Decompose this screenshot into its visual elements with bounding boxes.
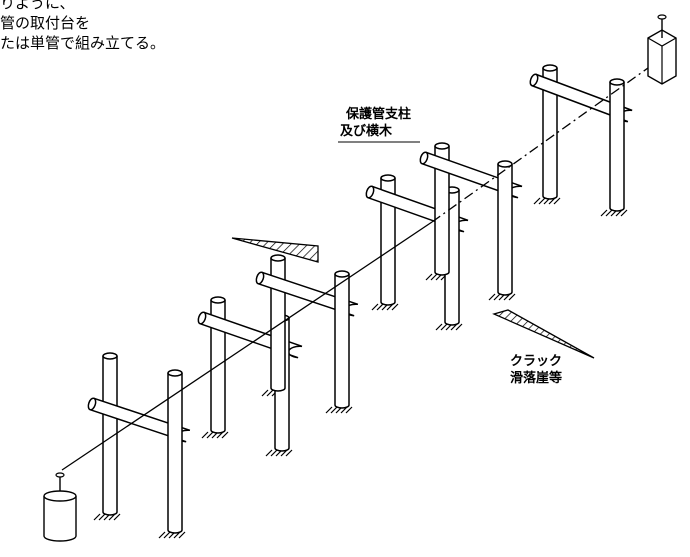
crack-label-line-1: クラック — [510, 354, 563, 369]
support-post — [102, 352, 118, 516]
note-line-1: りように、 — [0, 0, 75, 12]
support-post — [497, 160, 513, 296]
support-post — [334, 270, 350, 409]
support-post — [210, 296, 226, 434]
ground-hatch — [533, 197, 561, 205]
support-post — [434, 142, 450, 276]
support-post — [167, 369, 183, 534]
scarp-mark-lower — [492, 309, 595, 359]
support-post — [542, 64, 558, 200]
measurement-wire — [61, 221, 433, 471]
measurement-wire-dashed — [431, 57, 663, 223]
anchor-cylinder — [43, 472, 77, 542]
crack-label-line-2: 滑落崖等 — [510, 371, 563, 386]
support-label-line-1: 保護管支柱 — [346, 107, 412, 122]
note-line-3: たは単管で組み立てる。 — [0, 34, 166, 52]
support-post — [609, 78, 625, 212]
scarp-mark-upper — [231, 237, 319, 263]
note-line-2: 管の取付台を — [0, 14, 91, 32]
support-frames — [87, 64, 633, 534]
anchor-box — [647, 14, 677, 85]
support-label-line-2: 及び横木 — [340, 124, 393, 139]
support-post — [380, 174, 396, 306]
